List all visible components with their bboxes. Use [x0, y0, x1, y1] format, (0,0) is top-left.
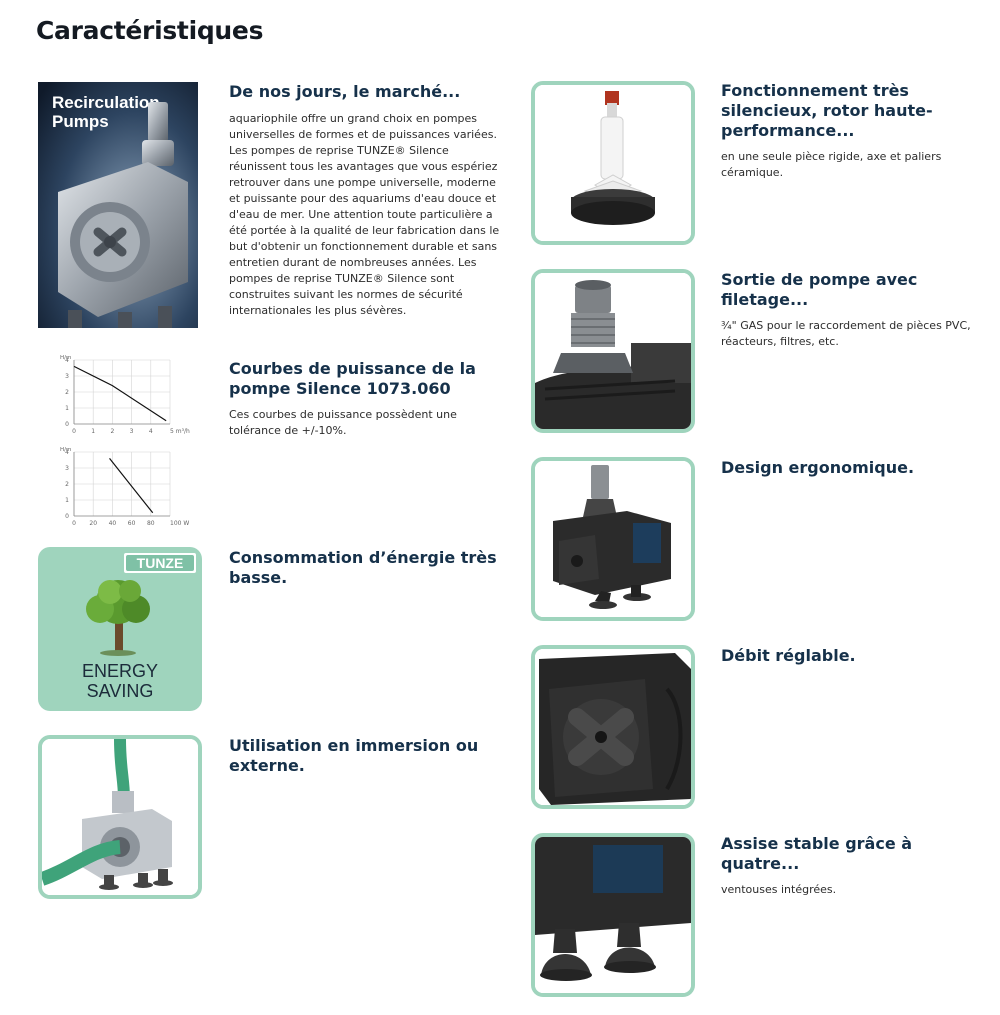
y-tick-label: 3 [65, 373, 69, 380]
y-tick-label: 2 [65, 481, 69, 488]
x-tick-label: 40 [109, 520, 117, 527]
energy-saving-tree-image: TUNZE ENERGY SAVING [38, 547, 202, 711]
feature-body: ¾" GAS pour le raccordement de pièces PV… [721, 319, 971, 348]
x-tick-label: 5 m³/h [170, 428, 190, 435]
feature-title: Fonctionnement très silencieux, rotor ha… [721, 81, 933, 140]
y-axis-label: H/m [60, 447, 71, 453]
pump-with-hose-image [38, 735, 202, 899]
feature-title: Consommation d’énergie très basse. [229, 548, 497, 587]
energy-text-line1: ENERGY [82, 661, 158, 681]
page-title: Caractéristiques [36, 16, 264, 45]
feature-body: ventouses intégrées. [721, 883, 837, 896]
x-tick-label: 2 [110, 428, 114, 435]
y-tick-label: 4 [65, 449, 69, 456]
curve-line [109, 458, 154, 514]
y-axis-label: H/m [60, 355, 71, 361]
feature-body: aquariophile offre un grand choix en pom… [229, 112, 500, 317]
x-tick-label: 4 [149, 428, 153, 435]
feature-body: Ces courbes de puissance possèdent une t… [229, 408, 457, 437]
feature-title: De nos jours, le marché... [229, 82, 461, 101]
y-tick-label: 3 [65, 465, 69, 472]
feature-title: Utilisation en immersion ou externe. [229, 736, 479, 775]
feature-title: Design ergonomique. [721, 458, 915, 477]
x-tick-label: 1 [91, 428, 95, 435]
feature-title: Sortie de pompe avec filetage... [721, 270, 918, 309]
box-caption-line2: Pumps [52, 112, 109, 131]
x-tick-label: 20 [89, 520, 97, 527]
x-tick-label: 0 [72, 520, 76, 527]
feature-body: en une seule pièce rigide, axe et palier… [721, 150, 942, 179]
y-tick-label: 1 [65, 497, 69, 504]
flow-adjust-knob-image [531, 645, 695, 809]
y-tick-label: 0 [65, 513, 69, 520]
threaded-outlet-image [531, 269, 695, 433]
y-tick-label: 0 [65, 421, 69, 428]
rotor-image [531, 81, 695, 245]
pump-box-image: Recirculation Pumps [38, 82, 198, 328]
box-caption-line1: Recirculation [52, 93, 160, 112]
y-tick-label: 1 [65, 405, 69, 412]
x-tick-label: 60 [128, 520, 136, 527]
x-tick-label: 0 [72, 428, 76, 435]
x-tick-label: 100 W [170, 520, 189, 527]
feature-title: Débit réglable. [721, 646, 856, 665]
feature-title: Assise stable grâce à quatre... [721, 834, 913, 873]
x-tick-label: 80 [147, 520, 155, 527]
y-tick-label: 2 [65, 389, 69, 396]
feature-title: Courbes de puissance de la pompe Silence… [229, 359, 476, 398]
curve-line [73, 365, 167, 422]
suction-cups-image [531, 833, 695, 997]
x-tick-label: 3 [130, 428, 134, 435]
tunze-logo: TUNZE [137, 555, 184, 571]
y-tick-label: 4 [65, 357, 69, 364]
energy-text-line2: SAVING [87, 681, 154, 701]
pump-design-image [531, 457, 695, 621]
